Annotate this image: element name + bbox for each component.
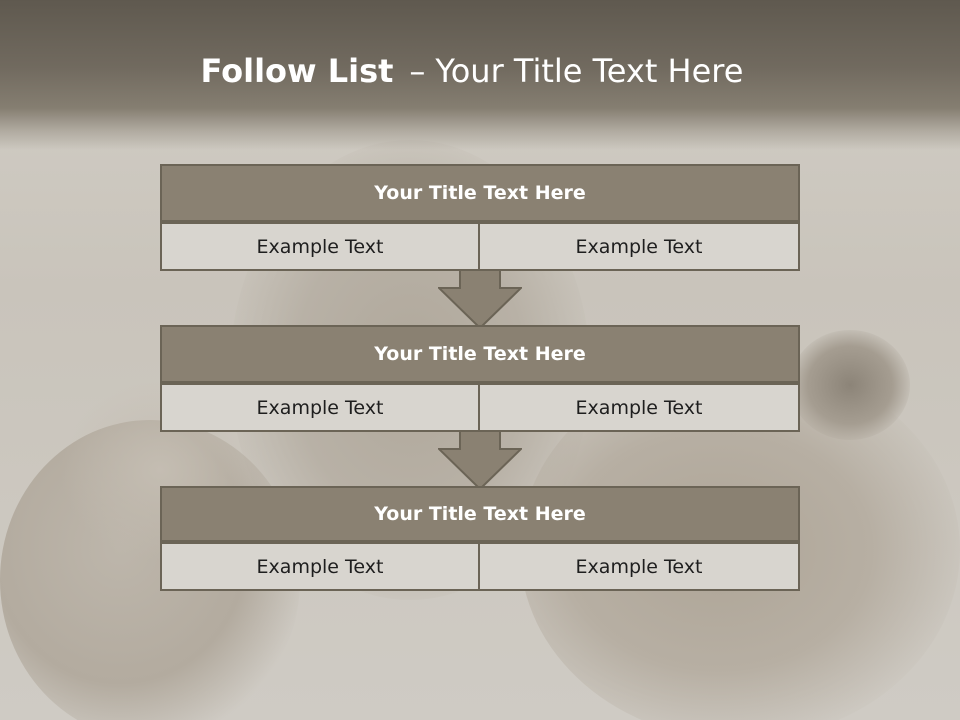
background-photo-rope-end (790, 330, 910, 440)
slide-title-rest: Your Title Text Here (435, 52, 744, 90)
slide-title: Follow List–Your Title Text Here (0, 52, 944, 90)
block-title: Your Title Text Here (160, 164, 800, 222)
block-cell-left: Example Text (160, 542, 480, 591)
block-cell-right: Example Text (480, 542, 800, 591)
block-cell-right: Example Text (480, 222, 800, 271)
block-title: Your Title Text Here (160, 486, 800, 542)
down-arrow-icon (438, 270, 522, 330)
block-cell-right: Example Text (480, 383, 800, 432)
list-block-3: Your Title Text Here Example Text Exampl… (160, 486, 800, 591)
block-cell-left: Example Text (160, 222, 480, 271)
title-bar (0, 0, 960, 150)
block-cell-left: Example Text (160, 383, 480, 432)
list-block-2: Your Title Text Here Example Text Exampl… (160, 325, 800, 432)
slide-title-dash: – (409, 52, 426, 90)
block-title: Your Title Text Here (160, 325, 800, 383)
slide-title-bold: Follow List (200, 52, 394, 90)
down-arrow-icon (438, 431, 522, 491)
list-block-1: Your Title Text Here Example Text Exampl… (160, 164, 800, 271)
